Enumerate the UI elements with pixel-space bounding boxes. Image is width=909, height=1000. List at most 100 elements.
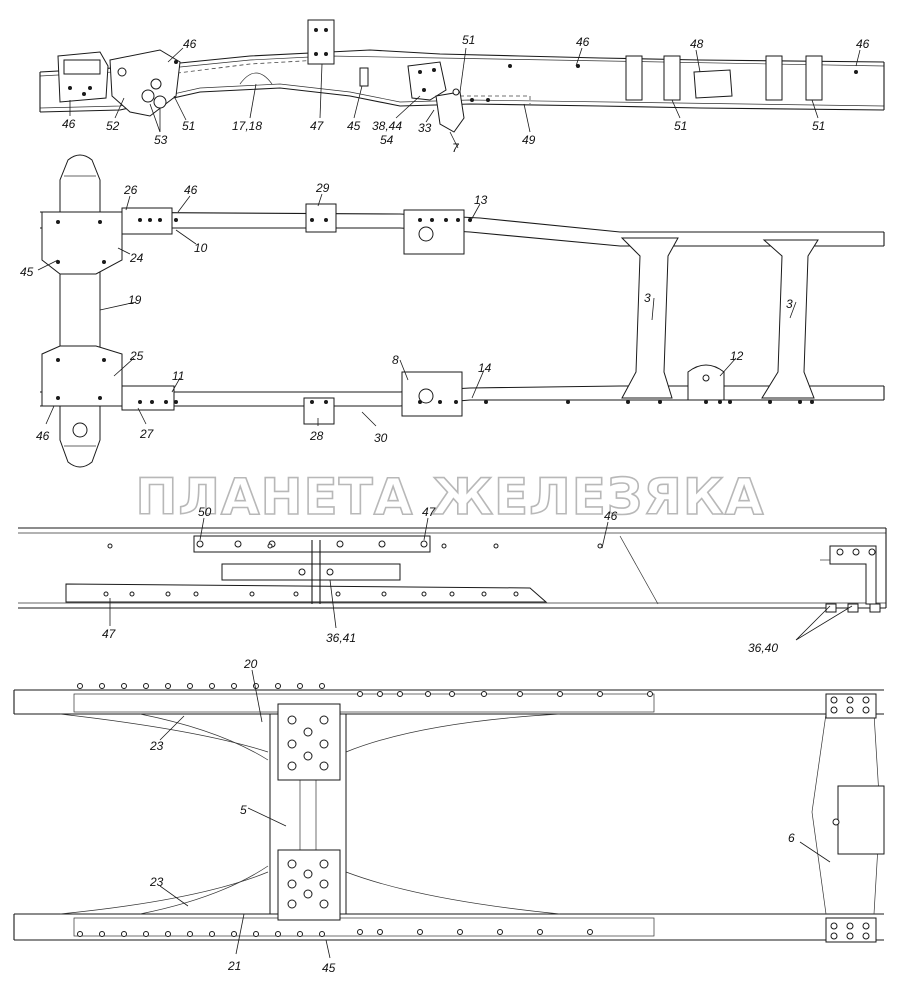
rivet <box>456 218 460 222</box>
callout-label: 3 <box>786 297 793 311</box>
rivet <box>862 922 870 930</box>
rivet <box>836 548 844 556</box>
rivet <box>129 591 135 597</box>
rivet <box>287 859 297 869</box>
callout-label: 23 <box>149 739 164 753</box>
rivet <box>457 929 463 935</box>
rivet <box>103 591 109 597</box>
callout-label: 7 <box>452 141 460 155</box>
rivet <box>566 400 570 404</box>
rivet <box>377 929 383 935</box>
rivet <box>397 691 403 697</box>
rivet <box>418 400 422 404</box>
rivet <box>718 400 722 404</box>
rivet <box>319 715 329 725</box>
callout-label: 26 <box>123 183 138 197</box>
rivet <box>121 683 127 689</box>
rivet <box>647 691 653 697</box>
rivet <box>425 691 431 697</box>
rivet <box>357 691 363 697</box>
callout-label: 45 <box>347 119 361 133</box>
rivet <box>810 400 814 404</box>
callout-label: 27 <box>139 427 155 441</box>
rivet <box>444 218 448 222</box>
rivet <box>253 931 259 937</box>
callout-label: 17,18 <box>232 119 262 133</box>
rivet <box>158 218 162 222</box>
rivet <box>597 691 603 697</box>
rivet <box>798 400 802 404</box>
callout-label: 46 <box>576 35 590 49</box>
callout-label: 33 <box>418 121 432 135</box>
rivet <box>174 400 178 404</box>
callout-label: 6 <box>788 831 795 845</box>
rivet <box>420 540 428 548</box>
callout-label: 19 <box>128 293 142 307</box>
rivet <box>868 548 876 556</box>
rivet <box>77 931 83 937</box>
rivet <box>310 218 314 222</box>
rivet <box>267 543 273 549</box>
rivet <box>303 889 313 899</box>
rivet <box>99 931 105 937</box>
rivet <box>830 696 838 704</box>
rivet <box>378 540 386 548</box>
rivet <box>336 540 344 548</box>
rear-frame-side-view: 50 47 46 47 36,41 36,40 <box>18 505 887 655</box>
rivet <box>862 932 870 940</box>
callout-label: 45 <box>20 265 34 279</box>
rivet <box>287 761 297 771</box>
callout-label: 36,40 <box>748 641 778 655</box>
rivet <box>335 591 341 597</box>
callout-label: 51 <box>674 119 687 133</box>
rivet <box>449 591 455 597</box>
rivet <box>658 400 662 404</box>
rivet <box>481 691 487 697</box>
rivet <box>438 400 442 404</box>
rivet <box>319 879 329 889</box>
callout-label: 36,41 <box>326 631 356 645</box>
rivet <box>418 218 422 222</box>
rivet <box>324 218 328 222</box>
rivet <box>143 931 149 937</box>
rivet <box>846 696 854 704</box>
rivet <box>209 683 215 689</box>
callout-label: 10 <box>194 241 208 255</box>
callout-label: 46 <box>36 429 50 443</box>
rivet <box>597 543 603 549</box>
rivet <box>357 929 363 935</box>
rivet <box>231 683 237 689</box>
rivet <box>319 739 329 749</box>
callout-label: 54 <box>380 133 394 147</box>
callout-label: 3 <box>644 291 651 305</box>
rivet <box>138 218 142 222</box>
rivet <box>287 899 297 909</box>
rivet <box>830 706 838 714</box>
callout-label: 46 <box>62 117 76 131</box>
rivet <box>846 932 854 940</box>
rivet <box>441 543 447 549</box>
rivet <box>324 400 328 404</box>
rivet <box>537 929 543 935</box>
rivet <box>862 706 870 714</box>
callout-label: 38,44 <box>372 119 402 133</box>
rivet <box>449 691 455 697</box>
rivet <box>497 929 503 935</box>
rivet <box>587 929 593 935</box>
rivet <box>417 929 423 935</box>
rivet <box>275 683 281 689</box>
rivet <box>852 548 860 556</box>
rivet <box>846 706 854 714</box>
callout-label: 8 <box>392 353 399 367</box>
rivet <box>626 400 630 404</box>
callout-label: 53 <box>154 133 168 147</box>
rivet <box>430 218 434 222</box>
callout-label: 23 <box>149 875 164 889</box>
rivet <box>303 869 313 879</box>
callout-label: 46 <box>604 509 618 523</box>
callout-label: 46 <box>183 37 197 51</box>
callout-label: 12 <box>730 349 744 363</box>
rivet <box>704 400 708 404</box>
rivet <box>319 683 325 689</box>
